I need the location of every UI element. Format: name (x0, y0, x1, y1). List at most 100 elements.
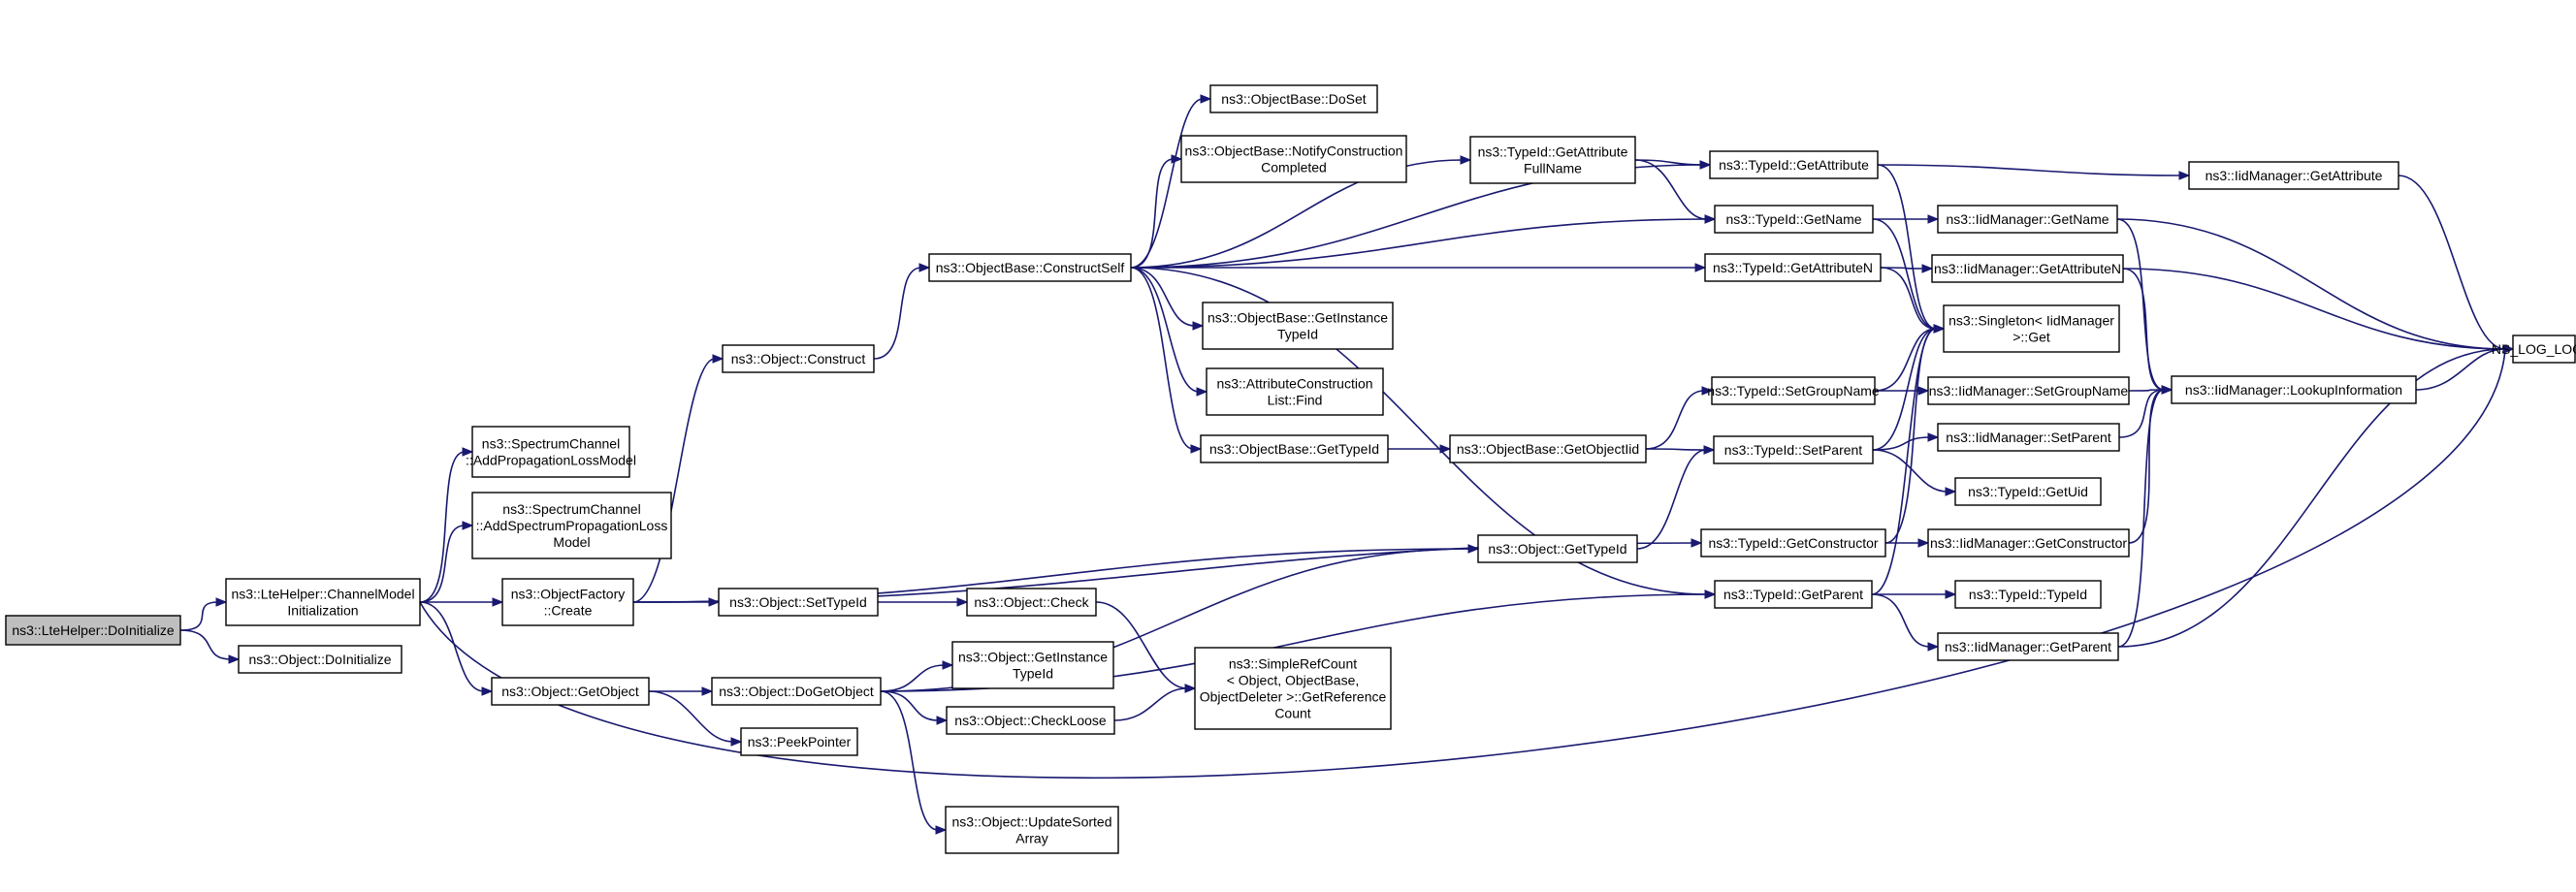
node-tsgn[interactable]: ns3::TypeId::SetGroupName (1707, 376, 1880, 405)
node-construct[interactable]: ns3::Object::Construct (722, 344, 875, 373)
node-check[interactable]: ns3::Object::Check (966, 588, 1097, 617)
edge-arrowhead (935, 825, 948, 835)
edge-line (419, 601, 485, 692)
node-box (1937, 205, 2118, 234)
node-tga[interactable]: ns3::TypeId::GetAttribute (1709, 150, 1879, 179)
node-label: ns3::PeekPointer (748, 734, 852, 749)
edge-line (1130, 218, 1708, 269)
edge-tgp-igp (1871, 593, 1940, 652)
edge-igp-ili (2117, 385, 2174, 648)
edge-line (2117, 348, 2506, 648)
edge-getobject-peek (648, 690, 743, 747)
node-label: Completed (1261, 159, 1327, 175)
node-tgan[interactable]: ns3::TypeId::GetAttributeN (1704, 253, 1882, 282)
node-nslog[interactable]: NS_LOG_LOGIC (2492, 334, 2576, 364)
edge-line (2116, 218, 2506, 350)
node-box (2188, 161, 2399, 190)
node-addprop[interactable]: ns3::SpectrumChannel::AddPropagationLoss… (466, 426, 636, 478)
node-box (1714, 205, 1874, 234)
edge-line (1872, 449, 1948, 493)
node-addspec[interactable]: ns3::SpectrumChannel::AddSpectrumPropaga… (471, 492, 672, 559)
edge-arrowhead (462, 521, 474, 530)
node-box (1469, 136, 1636, 184)
edge-arrowhead (1460, 155, 1472, 165)
edge-line (1871, 593, 1931, 648)
edge-line (1872, 328, 1937, 451)
node-box (1709, 150, 1879, 179)
node-label: ns3::TypeId::GetName (1725, 211, 1861, 227)
node-singleton[interactable]: ns3::Singleton< IidManager>::Get (1943, 304, 2120, 353)
edge-line (2128, 389, 2165, 544)
node-ili[interactable]: ns3::IidManager::LookupInformation (2171, 375, 2417, 404)
edge-igan-ili (2122, 268, 2174, 395)
node-peek[interactable]: ns3::PeekPointer (740, 727, 858, 756)
node-tgn[interactable]: ns3::TypeId::GetName (1714, 205, 1874, 234)
edge-arrowhead (956, 597, 969, 607)
node-factory[interactable]: ns3::ObjectFactory::Create (501, 578, 634, 626)
node-label: Initialization (287, 602, 358, 618)
node-getobjectiid[interactable]: ns3::ObjectBase::GetObjectIid (1449, 434, 1647, 463)
edge-ign-nslog (2116, 218, 2515, 354)
edge-cmi-factory (420, 597, 504, 607)
node-label: ns3::ObjectFactory (511, 586, 626, 601)
node-label: ::Create (544, 602, 593, 618)
node-box (1202, 302, 1394, 350)
node-doset[interactable]: ns3::ObjectBase::DoSet (1209, 84, 1378, 113)
edge-arrowhead (1192, 321, 1205, 331)
node-label: ns3::IidManager::GetParent (1945, 639, 2111, 654)
node-igan[interactable]: ns3::IidManager::GetAttributeN (1931, 254, 2124, 283)
node-igp[interactable]: ns3::IidManager::GetParent (1937, 632, 2119, 661)
edge-tga-iga (1877, 164, 2191, 180)
node-notify[interactable]: ns3::ObjectBase::NotifyConstructionCompl… (1180, 135, 1407, 183)
node-objdoinit[interactable]: ns3::Object::DoInitialize (238, 645, 402, 674)
node-tsp[interactable]: ns3::TypeId::SetParent (1713, 435, 1874, 464)
node-box (951, 641, 1114, 689)
node-box (1206, 367, 1384, 416)
node-iga[interactable]: ns3::IidManager::GetAttribute (2188, 161, 2399, 190)
edge-line (2128, 389, 2165, 392)
node-label: TypeId (1013, 665, 1053, 681)
node-ign[interactable]: ns3::IidManager::GetName (1937, 205, 2118, 234)
node-constructself[interactable]: ns3::ObjectBase::ConstructSelf (928, 253, 1132, 282)
node-label: ns3::TypeId::SetGroupName (1707, 383, 1880, 398)
edge-getobject-dogetobject (649, 686, 714, 696)
edge-arrowhead (2178, 171, 2191, 180)
node-label: < Object, ObjectBase, (1227, 672, 1360, 687)
edge-arrowhead (1694, 263, 1707, 272)
edge-cmi-addprop (419, 447, 474, 603)
edge-tsgn-isgn (1875, 386, 1930, 396)
node-isp[interactable]: ns3::IidManager::SetParent (1937, 423, 2120, 452)
node-tgc[interactable]: ns3::TypeId::GetConstructor (1700, 528, 1886, 558)
node-label: ns3::ObjectBase::GetInstance (1208, 309, 1388, 325)
node-label: ns3::TypeId::GetConstructor (1708, 535, 1878, 551)
edge-line (1130, 159, 1464, 269)
node-simpleref[interactable]: ns3::SimpleRefCount< Object, ObjectBase,… (1194, 647, 1392, 730)
node-box (471, 426, 630, 478)
edge-iga-nslog (2398, 175, 2515, 354)
edge-line (1872, 436, 1931, 451)
node-dogetobject[interactable]: ns3::Object::DoGetObject (711, 677, 882, 706)
edge-arrowhead (1704, 214, 1717, 224)
node-ttid[interactable]: ns3::TypeId::TypeId (1954, 580, 2102, 609)
node-isgn[interactable]: ns3::IidManager::SetGroupName (1927, 376, 2130, 405)
node-checkloose[interactable]: ns3::Object::CheckLoose (946, 706, 1115, 735)
node-box (1700, 528, 1886, 558)
node-cmi[interactable]: ns3::LteHelper::ChannelModelInitializati… (225, 578, 421, 626)
node-root[interactable]: ns3::LteHelper::DoInitialize (5, 615, 181, 646)
edge-line (179, 601, 219, 631)
node-box (1937, 423, 2120, 452)
edge-line (419, 525, 466, 603)
edge-line (2118, 389, 2165, 438)
node-tgu[interactable]: ns3::TypeId::GetUid (1954, 477, 2102, 506)
node-settypeid[interactable]: ns3::Object::SetTypeId (718, 588, 879, 617)
node-getobject[interactable]: ns3::Object::GetObject (491, 677, 650, 706)
node-igc[interactable]: ns3::IidManager::GetConstructor (1927, 528, 2130, 558)
node-tgp[interactable]: ns3::TypeId::GetParent (1714, 580, 1873, 609)
node-obgettid[interactable]: ns3::ObjectBase::GetTypeId (1200, 434, 1389, 463)
node-objgettid[interactable]: ns3::Object::GetTypeId (1477, 534, 1638, 563)
